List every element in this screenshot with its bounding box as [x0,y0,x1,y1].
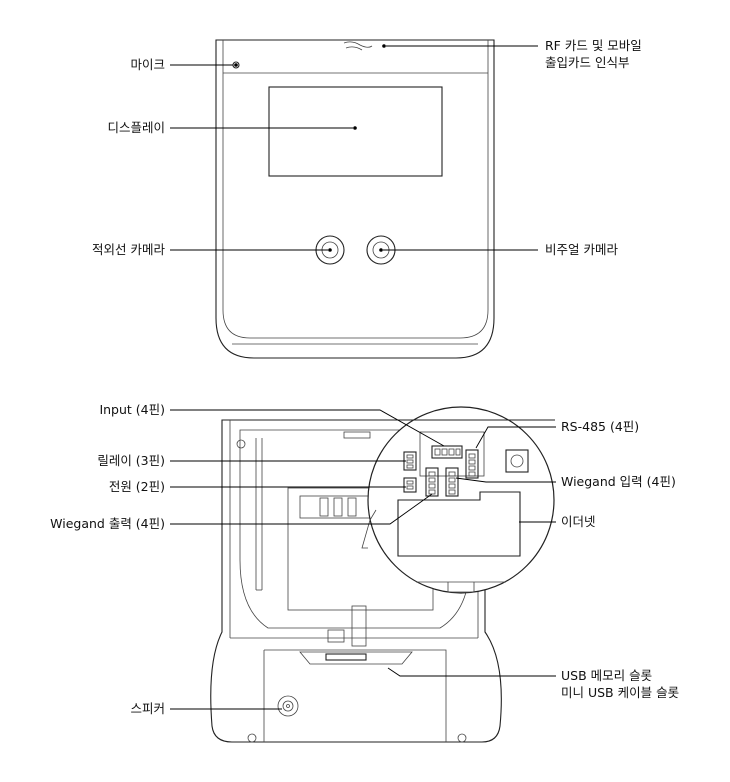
display-screen [268,86,443,177]
wiegand-out-connector [425,467,439,497]
label-ethernet: 이더넷 [561,514,596,529]
usb-slot [325,653,367,661]
label-visual-camera: 비주얼 카메라 [545,242,618,257]
label-wiegand-in: Wiegand 입력 (4핀) [561,474,676,489]
rf-reader-icon [343,41,373,51]
label-ir-camera: 적외선 카메라 [92,242,165,257]
label-display: 디스플레이 [107,120,165,135]
label-mic: 마이크 [130,57,165,72]
label-power: 전원 (2핀) [108,479,165,494]
rs485-connector [465,449,479,479]
label-relay: 릴레이 (3핀) [97,453,165,468]
label-wiegand-out: Wiegand 출력 (4핀) [50,516,165,531]
input-connector [431,445,463,459]
label-input: Input (4핀) [99,402,165,417]
tamper-switch [505,449,529,473]
ethernet-port [397,491,521,557]
wiegand-in-connector [445,467,459,497]
label-rs485: RS-485 (4핀) [561,419,640,434]
front-view [215,39,495,359]
power-connector [403,477,417,493]
leader-lines [170,44,556,710]
label-usb-line1: USB 메모리 슬롯 [561,668,653,683]
label-usb-line2: 미니 USB 케이블 슬롯 [561,685,680,700]
connector-zoom [367,406,555,594]
label-rf-line2: 출입카드 인식부 [545,55,630,70]
label-speaker: 스피커 [130,701,165,716]
label-rf-line1: RF 카드 및 모바일 [545,38,642,53]
speaker-grille [277,695,299,717]
